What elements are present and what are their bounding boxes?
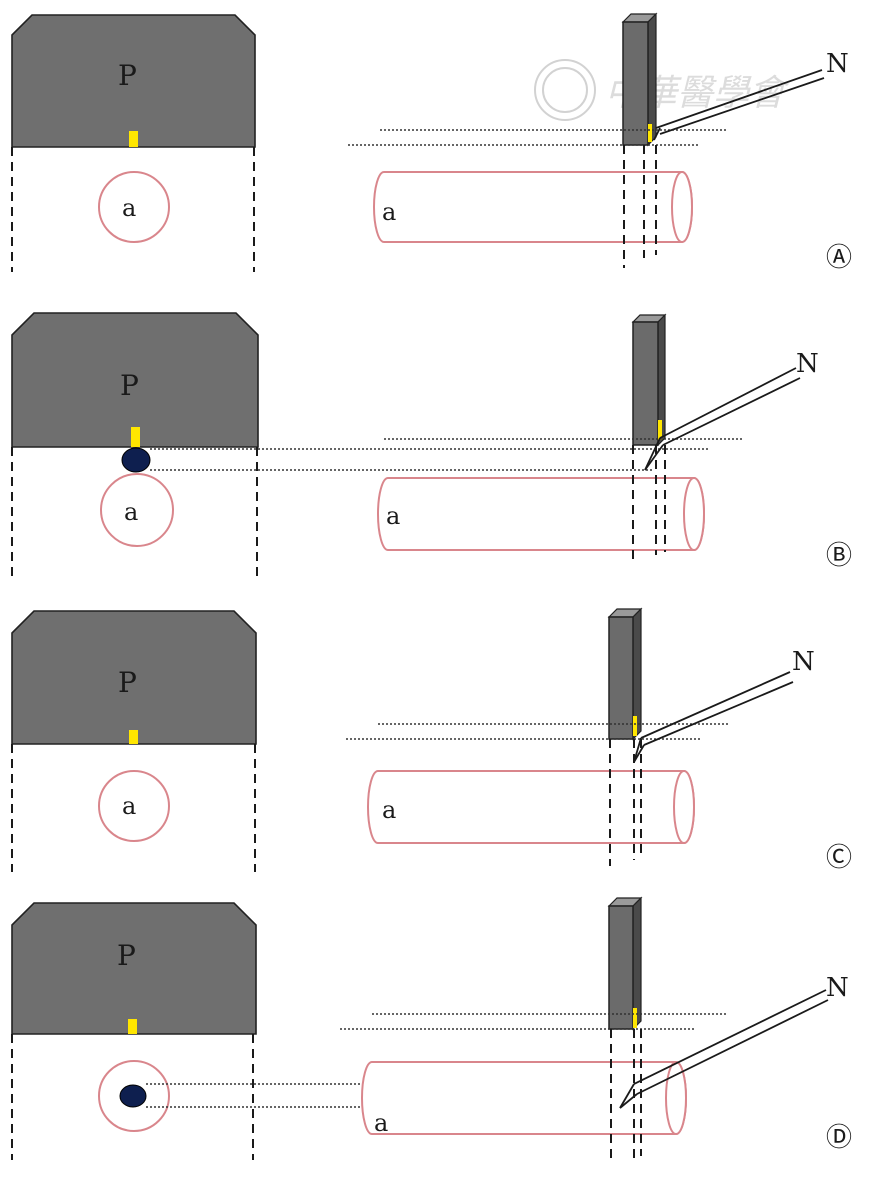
vessel-cross-section xyxy=(98,770,170,842)
thrombus xyxy=(121,447,151,473)
needle: N xyxy=(633,647,815,763)
probe-side-view xyxy=(607,607,643,741)
vessel-longitudinal: a xyxy=(367,770,695,844)
probe-cross-section: P xyxy=(11,610,257,745)
panel-d: P a N Ⓓ xyxy=(11,896,852,1160)
needle-label: N xyxy=(792,647,815,677)
beam-marker xyxy=(128,1019,137,1034)
thrombus xyxy=(119,1084,147,1108)
beam-marker xyxy=(129,131,138,147)
svg-text:a: a xyxy=(382,198,396,226)
vessel-longitudinal: a xyxy=(361,1061,687,1137)
probe-side-view xyxy=(621,12,658,147)
svg-text:a: a xyxy=(374,1109,388,1137)
vessel-cross-section xyxy=(98,171,170,243)
panel-c: P a a N Ⓒ xyxy=(11,607,852,873)
panel-label-c: Ⓒ xyxy=(826,843,852,873)
panel-label-d: Ⓓ xyxy=(826,1123,852,1153)
probe-label: P xyxy=(118,59,137,92)
panel-a: P a a N Ⓐ xyxy=(11,12,852,273)
watermark: 中華醫學會 xyxy=(534,59,790,121)
vessel-longitudinal: a xyxy=(377,477,705,551)
probe-label: P xyxy=(117,939,136,972)
svg-text:a: a xyxy=(386,502,400,530)
panel-b: P a a N Ⓑ xyxy=(11,312,852,578)
probe-label: P xyxy=(120,369,139,402)
probe-cross-section: P xyxy=(11,312,259,448)
needle: N xyxy=(619,973,849,1109)
panel-label-b: Ⓑ xyxy=(826,541,852,571)
beam-marker xyxy=(131,427,140,447)
probe-cross-section: P xyxy=(11,902,257,1035)
needle-label: N xyxy=(796,349,819,379)
vessel-cross-section xyxy=(100,473,174,547)
probe-side-view xyxy=(607,896,643,1031)
probe-side-view xyxy=(631,313,667,447)
vessel-longitudinal: a xyxy=(373,171,693,243)
svg-text:a: a xyxy=(382,796,396,824)
beam-marker xyxy=(129,730,138,744)
vessel-label: a xyxy=(122,792,136,820)
needle-label: N xyxy=(826,49,849,79)
needle: N xyxy=(653,49,849,141)
probe-label: P xyxy=(118,666,137,699)
panel-label-a: Ⓐ xyxy=(826,243,852,273)
probe-cross-section: P xyxy=(11,14,256,148)
needle: N xyxy=(644,349,819,471)
vessel-label: a xyxy=(122,194,136,222)
vessel-label: a xyxy=(124,498,138,526)
needle-label: N xyxy=(826,973,849,1003)
